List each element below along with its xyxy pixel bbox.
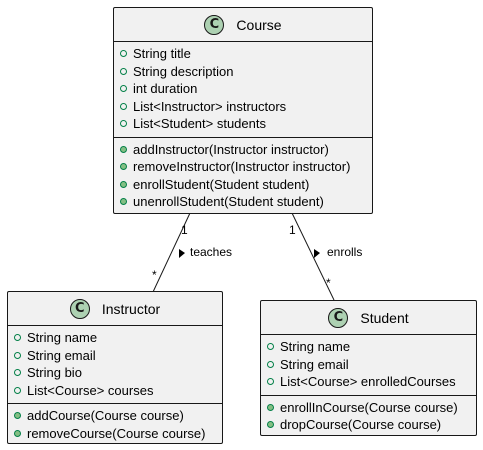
method: enrollStudent(Student student) (120, 176, 372, 194)
field: String title (120, 45, 372, 63)
public-method-icon (120, 198, 127, 206)
method: enrollInCourse(Course course) (267, 399, 476, 417)
class-icon: C (328, 307, 349, 328)
public-field-icon (267, 343, 274, 351)
class-student[interactable]: C Student String name String email List<… (260, 300, 477, 436)
public-method-icon (267, 403, 274, 411)
field: List<Student> students (120, 115, 372, 133)
public-field-icon (267, 378, 274, 386)
class-course[interactable]: C Course String title String description… (113, 7, 373, 214)
teaches-to-multiplicity: * (152, 268, 157, 282)
teaches-arrow-icon (179, 249, 185, 258)
method: dropCourse(Course course) (267, 416, 476, 434)
method: addCourse(Course course) (14, 407, 222, 425)
class-icon: C (69, 298, 90, 319)
field: String email (267, 356, 476, 374)
class-instructor[interactable]: C Instructor String name String email St… (7, 291, 223, 444)
public-field-icon (14, 351, 21, 359)
public-method-icon (120, 145, 127, 153)
class-name: Course (236, 16, 282, 33)
field: String name (14, 329, 222, 347)
public-field-icon (120, 50, 127, 58)
public-field-icon (120, 85, 127, 93)
class-course-methods: addInstructor(Instructor instructor) rem… (114, 138, 372, 215)
field: List<Course> enrolledCourses (267, 373, 476, 391)
public-field-icon (14, 334, 21, 342)
class-student-header: C Student (261, 301, 476, 335)
class-name: Instructor (101, 300, 161, 317)
public-field-icon (120, 67, 127, 75)
method: removeCourse(Course course) (14, 425, 222, 443)
class-student-fields: String name String email List<Course> en… (261, 335, 476, 396)
field: List<Course> courses (14, 382, 222, 400)
enrolls-arrow-icon (314, 249, 320, 258)
enrolls-line (291, 212, 335, 301)
public-method-icon (14, 429, 21, 437)
class-name: Student (360, 309, 409, 326)
method: unenrollStudent(Student student) (120, 193, 372, 211)
class-instructor-fields: String name String email String bio List… (8, 326, 222, 404)
field: String description (120, 63, 372, 81)
method: removeInstructor(Instructor instructor) (120, 158, 372, 176)
field: String bio (14, 364, 222, 382)
public-method-icon (267, 421, 274, 429)
class-course-fields: String title String description int dura… (114, 42, 372, 138)
field: int duration (120, 80, 372, 98)
teaches-from-multiplicity: 1 (181, 223, 188, 237)
public-field-icon (267, 360, 274, 368)
public-field-icon (120, 102, 127, 110)
public-field-icon (14, 386, 21, 394)
class-course-header: C Course (114, 8, 372, 42)
public-method-icon (120, 163, 127, 171)
class-instructor-header: C Instructor (8, 292, 222, 326)
class-student-methods: enrollInCourse(Course course) dropCourse… (261, 396, 476, 438)
public-field-icon (14, 369, 21, 377)
public-method-icon (14, 412, 21, 420)
teaches-label: teaches (190, 245, 233, 259)
enrolls-to-multiplicity: * (326, 276, 331, 290)
field: String name (267, 338, 476, 356)
enrolls-label: enrolls (327, 245, 363, 259)
method: addInstructor(Instructor instructor) (120, 141, 372, 159)
class-icon: C (204, 14, 225, 35)
enrolls-from-multiplicity: 1 (289, 223, 296, 237)
teaches-line (152, 212, 191, 293)
public-method-icon (120, 180, 127, 188)
public-field-icon (120, 120, 127, 128)
field: String email (14, 347, 222, 365)
field: List<Instructor> instructors (120, 98, 372, 116)
class-instructor-methods: addCourse(Course course) removeCourse(Co… (8, 404, 222, 446)
